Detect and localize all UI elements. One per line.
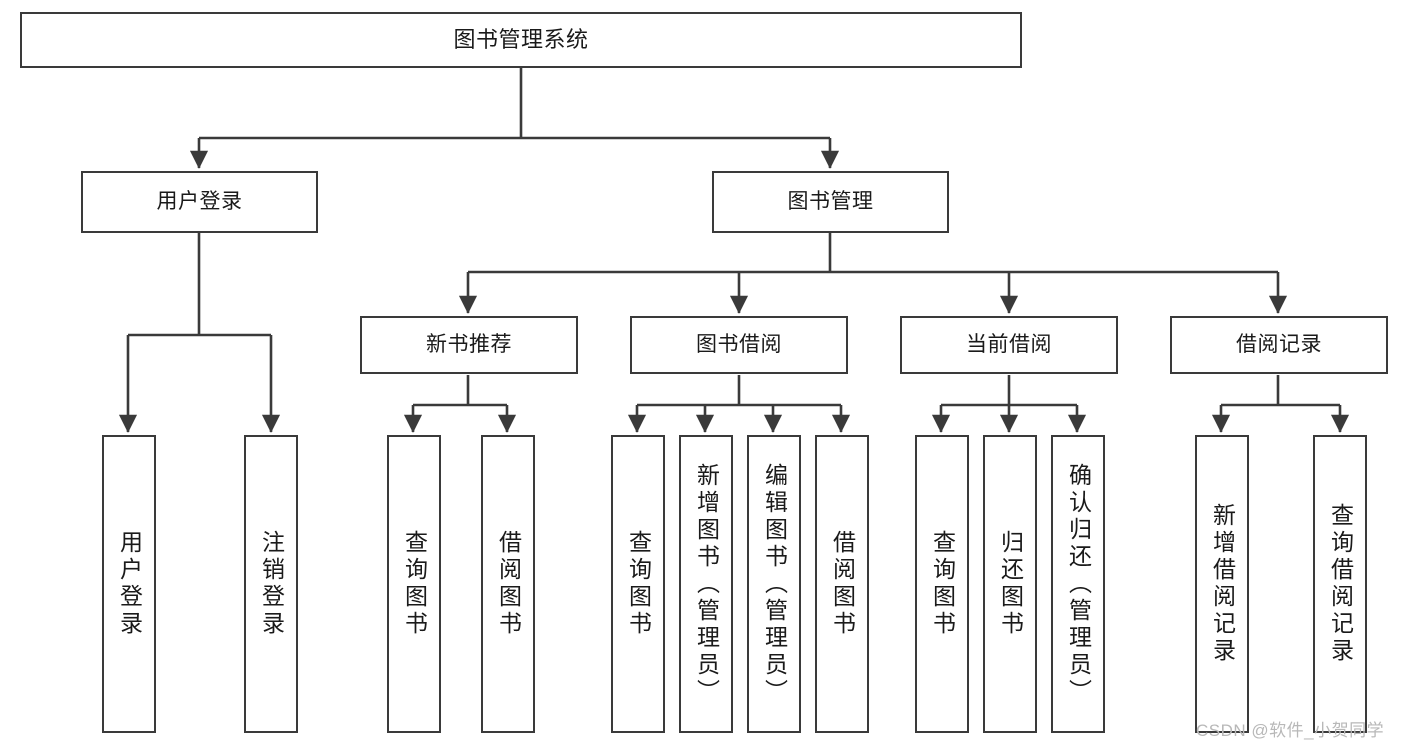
leaf-borrow-edit-book-admin[interactable]: 编辑图书（管理员） (747, 435, 801, 733)
node-book-management[interactable]: 图书管理 (712, 171, 949, 233)
node-label: 当前借阅 (966, 333, 1052, 357)
leaf-current-query-book[interactable]: 查询图书 (915, 435, 969, 733)
node-label: 注销登录 (258, 530, 285, 638)
leaf-current-return-book[interactable]: 归还图书 (983, 435, 1037, 733)
node-label: 查询借阅记录 (1327, 503, 1354, 665)
leaf-user-login-logout[interactable]: 注销登录 (244, 435, 298, 733)
leaf-records-query-record[interactable]: 查询借阅记录 (1313, 435, 1367, 733)
node-label: 归还图书 (997, 530, 1024, 638)
node-current-borrow[interactable]: 当前借阅 (900, 316, 1118, 374)
node-label: 图书管理系统 (453, 26, 589, 52)
node-label: 借阅记录 (1236, 333, 1322, 357)
node-label: 新增借阅记录 (1209, 503, 1236, 665)
node-new-book-recommend[interactable]: 新书推荐 (360, 316, 578, 374)
node-label: 图书管理 (787, 190, 874, 214)
node-label: 图书借阅 (696, 333, 782, 357)
leaf-user-login-login[interactable]: 用户登录 (102, 435, 156, 733)
leaf-borrow-borrow-book[interactable]: 借阅图书 (815, 435, 869, 733)
node-user-login[interactable]: 用户登录 (81, 171, 318, 233)
node-label: 用户登录 (156, 190, 243, 214)
node-label: 借阅图书 (829, 530, 856, 638)
leaf-recommend-query-book[interactable]: 查询图书 (387, 435, 441, 733)
leaf-current-confirm-return-admin[interactable]: 确认归还（管理员） (1051, 435, 1105, 733)
node-label: 查询图书 (929, 530, 956, 638)
leaf-borrow-query-book[interactable]: 查询图书 (611, 435, 665, 733)
node-label: 新增图书（管理员） (693, 462, 720, 706)
node-label: 确认归还（管理员） (1065, 462, 1092, 706)
node-label: 编辑图书（管理员） (761, 462, 788, 706)
node-label: 借阅图书 (495, 530, 522, 638)
node-label: 用户登录 (116, 530, 143, 638)
node-label: 查询图书 (625, 530, 652, 638)
leaf-borrow-add-book-admin[interactable]: 新增图书（管理员） (679, 435, 733, 733)
leaf-records-add-record[interactable]: 新增借阅记录 (1195, 435, 1249, 733)
node-label: 查询图书 (401, 530, 428, 638)
node-root-system[interactable]: 图书管理系统 (20, 12, 1022, 68)
node-borrow-records[interactable]: 借阅记录 (1170, 316, 1388, 374)
node-book-borrow[interactable]: 图书借阅 (630, 316, 848, 374)
leaf-recommend-borrow-book[interactable]: 借阅图书 (481, 435, 535, 733)
node-label: 新书推荐 (426, 333, 512, 357)
